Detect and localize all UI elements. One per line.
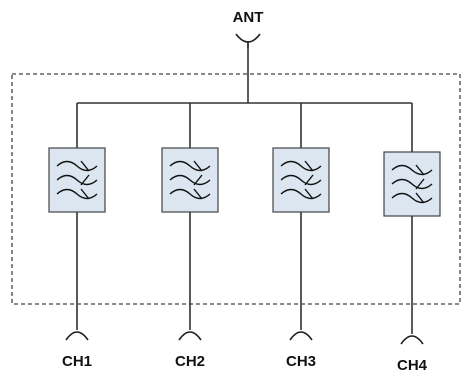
channel-label-3: CH3 [286,353,316,370]
channel-port-icon [178,331,202,341]
channel-label-4: CH4 [397,357,428,374]
bandpass-filter-icon [280,160,322,200]
filter-branches: CH1 CH2 CH3 CH4 [48,103,441,374]
bandpass-filter-icon [56,160,98,200]
channel-port-icon [289,331,313,341]
channel-label-2: CH2 [175,353,205,370]
channel-label-1: CH1 [62,353,92,370]
antenna-label: ANT [233,9,264,26]
filter-bank-boundary [11,73,461,305]
channel-port-icon [65,331,89,341]
channel-port-icon [400,335,424,345]
bandpass-filter-icon [391,164,433,204]
bandpass-filter-icon [169,160,211,200]
